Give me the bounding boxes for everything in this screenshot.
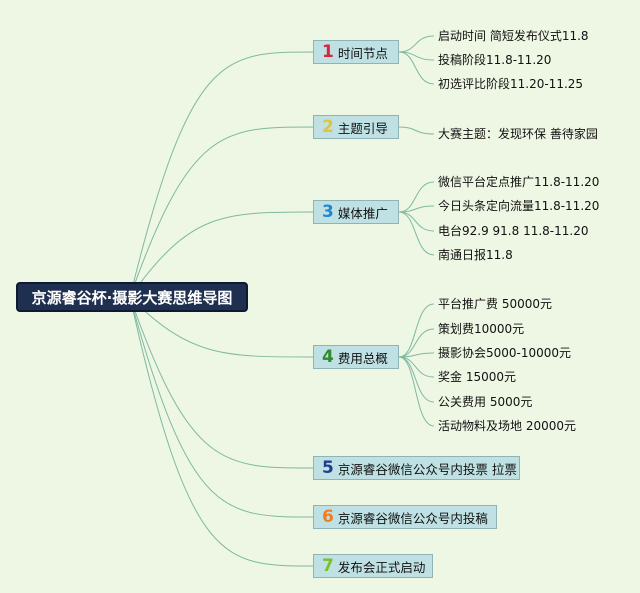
leaf-connector-1-1 [398,35,435,53]
leaf-item: 大赛主题：发现环保 善待家园 [438,127,598,141]
branch-connector-1 [129,51,314,298]
leaf-item: 活动物料及场地 20000元 [438,419,576,433]
leaf-connector-3-4 [398,211,435,256]
leaf-connector-2-1 [398,126,435,135]
leaf-connector-1-3 [398,51,435,85]
branch-label: 发布会正式启动 [337,559,426,575]
root-node[interactable]: 京源睿谷杯·摄影大赛思维导图 [16,282,248,312]
branch-connector-2 [129,126,314,298]
branch-label: 时间节点 [337,45,388,61]
leaf-item: 启动时间 简短发布仪式11.8 [438,29,589,43]
branch-connector-7 [129,296,314,567]
leaf-item: 奖金 15000元 [438,370,516,384]
root-title: 京源睿谷杯·摄影大赛思维导图 [31,288,233,307]
branch-label: 媒体推广 [337,205,388,221]
leaf-item: 投稿阶段11.8-11.20 [438,53,552,67]
branch-connector-3 [129,211,314,298]
branch-number: 4 [322,346,334,367]
branch-number: 7 [322,555,334,576]
leaf-item: 南通日报11.8 [438,248,513,262]
leaf-connector-3-1 [398,181,435,213]
leaf-connector-4-6 [398,356,435,427]
leaf-connector-3-3 [398,211,435,232]
leaf-item: 摄影协会5000-10000元 [438,346,572,360]
leaf-item: 微信平台定点推广11.8-11.20 [438,175,600,189]
leaf-item: 平台推广费 50000元 [438,297,552,311]
leaf-item: 今日头条定向流量11.8-11.20 [438,199,600,213]
leaf-item: 公关费用 5000元 [438,395,533,409]
branch-connector-5 [129,296,314,469]
leaf-connector-4-1 [398,303,435,358]
branch-number: 3 [322,201,334,222]
branch-label: 主题引导 [337,120,388,136]
leaf-item: 电台92.9 91.8 11.8-11.20 [438,224,589,238]
branch-label: 京源睿谷微信公众号内投票 拉票 [337,461,517,477]
branch-label: 费用总概 [337,350,388,366]
leaf-connector-4-2 [398,328,435,358]
branch-number: 2 [322,116,334,137]
leaf-item: 策划费10000元 [438,322,525,336]
branch-label: 京源睿谷微信公众号内投稿 [337,510,488,526]
branch-number: 5 [322,457,334,478]
leaf-connector-3-2 [398,205,435,213]
branch-number: 6 [322,506,334,527]
branch-number: 1 [322,41,334,62]
leaf-item: 初选评比阶段11.20-11.25 [438,77,584,91]
branch-connector-4 [129,296,314,358]
leaf-connector-4-5 [398,356,435,403]
branch-connector-6 [129,296,314,518]
